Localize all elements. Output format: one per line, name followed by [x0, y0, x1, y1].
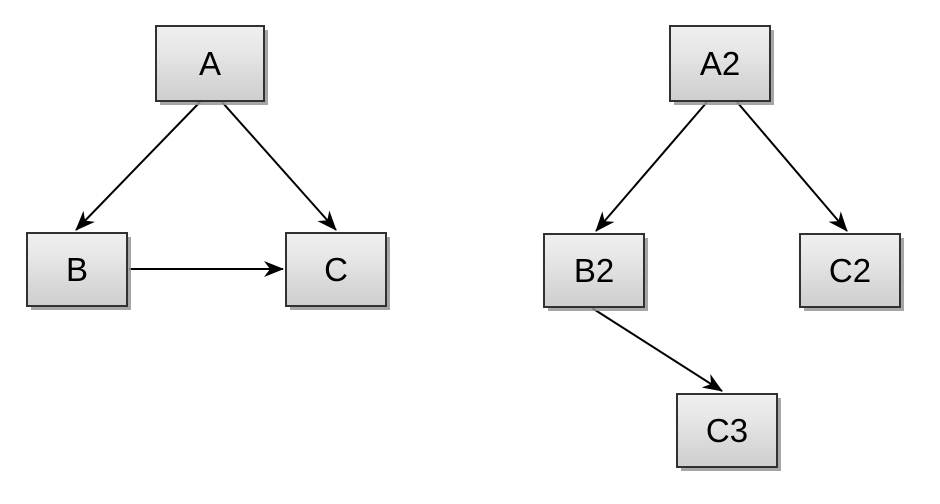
node-label-c3: C3	[705, 412, 749, 449]
node-label-a: A	[198, 45, 221, 82]
node-label-c: C	[324, 251, 348, 288]
node-label-b2: B2	[573, 252, 615, 289]
edge-a2-to-c2	[736, 101, 848, 232]
node-label-a2: A2	[699, 45, 741, 82]
edge-a-to-c	[221, 101, 337, 231]
node-c3[interactable]: C3	[676, 393, 778, 468]
edge-a-to-b	[75, 101, 201, 231]
node-c2[interactable]: C2	[799, 233, 901, 308]
node-c[interactable]: C	[285, 232, 387, 307]
node-a2[interactable]: A2	[669, 25, 771, 102]
node-b2[interactable]: B2	[543, 233, 645, 308]
node-label-b: B	[65, 251, 88, 288]
edge-b2-to-c3	[591, 307, 723, 392]
edge-a2-to-b2	[595, 101, 708, 232]
node-a[interactable]: A	[155, 25, 265, 102]
node-label-c2: C2	[828, 252, 872, 289]
node-b[interactable]: B	[26, 232, 128, 307]
